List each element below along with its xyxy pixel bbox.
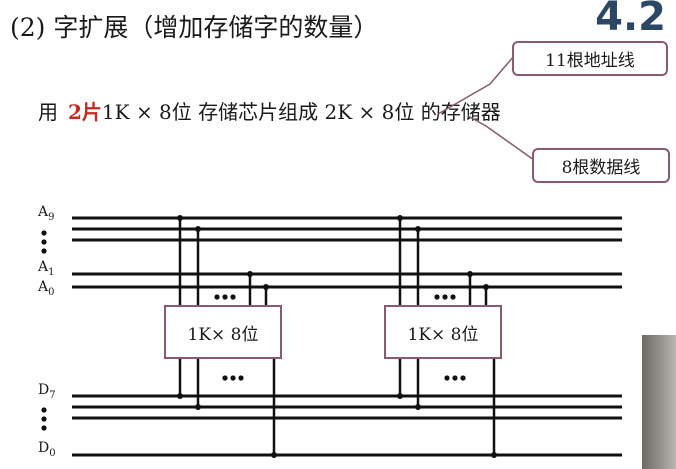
address-bus <box>72 216 622 289</box>
junction-dot <box>491 452 497 458</box>
horizontal-ellipsis-chip-2-bottom <box>444 375 466 381</box>
junction-dot <box>177 393 183 399</box>
description-sentence: 用 2片1K × 8位 存储芯片组成 2K × 8位 的存储器 <box>38 96 501 125</box>
address-lines-callout: 11根地址线 <box>512 41 668 76</box>
junction-dot <box>467 271 473 277</box>
sentence-prefix: 用 <box>38 100 58 124</box>
junction-dot <box>263 284 269 290</box>
label-d0: D0 <box>38 440 56 459</box>
label-a1: A1 <box>38 259 55 278</box>
label-a9: A9 <box>38 204 55 223</box>
horizontal-ellipsis-chip-1-bottom <box>222 375 244 381</box>
horizontal-ellipsis-chip-1-top <box>214 294 236 300</box>
data-lines-callout: 8根数据线 <box>532 148 670 183</box>
label-a0: A0 <box>38 279 55 298</box>
junction-dot <box>195 404 201 410</box>
ellipsis-marks <box>41 230 466 431</box>
section-heading: (2) 字扩展（增加存储字的数量） <box>10 13 379 42</box>
sentence-body: 1K × 8位 存储芯片组成 2K × 8位 的存储器 <box>101 100 501 124</box>
label-d7: D7 <box>38 382 56 401</box>
junction-dot <box>415 226 421 232</box>
junction-dot <box>415 404 421 410</box>
junction-dot <box>177 215 183 221</box>
data-bus <box>72 394 622 457</box>
memory-chip-2: 1K× 8位 <box>384 305 502 359</box>
chip-quantity: 2片 <box>68 100 102 124</box>
junction-dot <box>271 452 277 458</box>
data-callout-pointer <box>467 115 535 161</box>
section-number: 4.2 <box>595 0 666 40</box>
chip-2-connections <box>398 218 496 455</box>
junction-dot <box>483 284 489 290</box>
horizontal-ellipsis-chip-2-top <box>434 294 456 300</box>
junction-dot <box>397 215 403 221</box>
memory-chip-1: 1K× 8位 <box>164 305 282 359</box>
address-callout-pointer <box>437 55 515 115</box>
background-photo-edge <box>642 335 676 469</box>
junction-dot <box>397 393 403 399</box>
junction-dot <box>247 271 253 277</box>
junction-dot <box>195 226 201 232</box>
junction-dots <box>177 215 497 458</box>
vertical-ellipsis-address <box>41 230 47 254</box>
callout-pointers <box>437 55 535 161</box>
vertical-ellipsis-data <box>41 407 47 431</box>
chip-1-connections <box>178 218 276 455</box>
